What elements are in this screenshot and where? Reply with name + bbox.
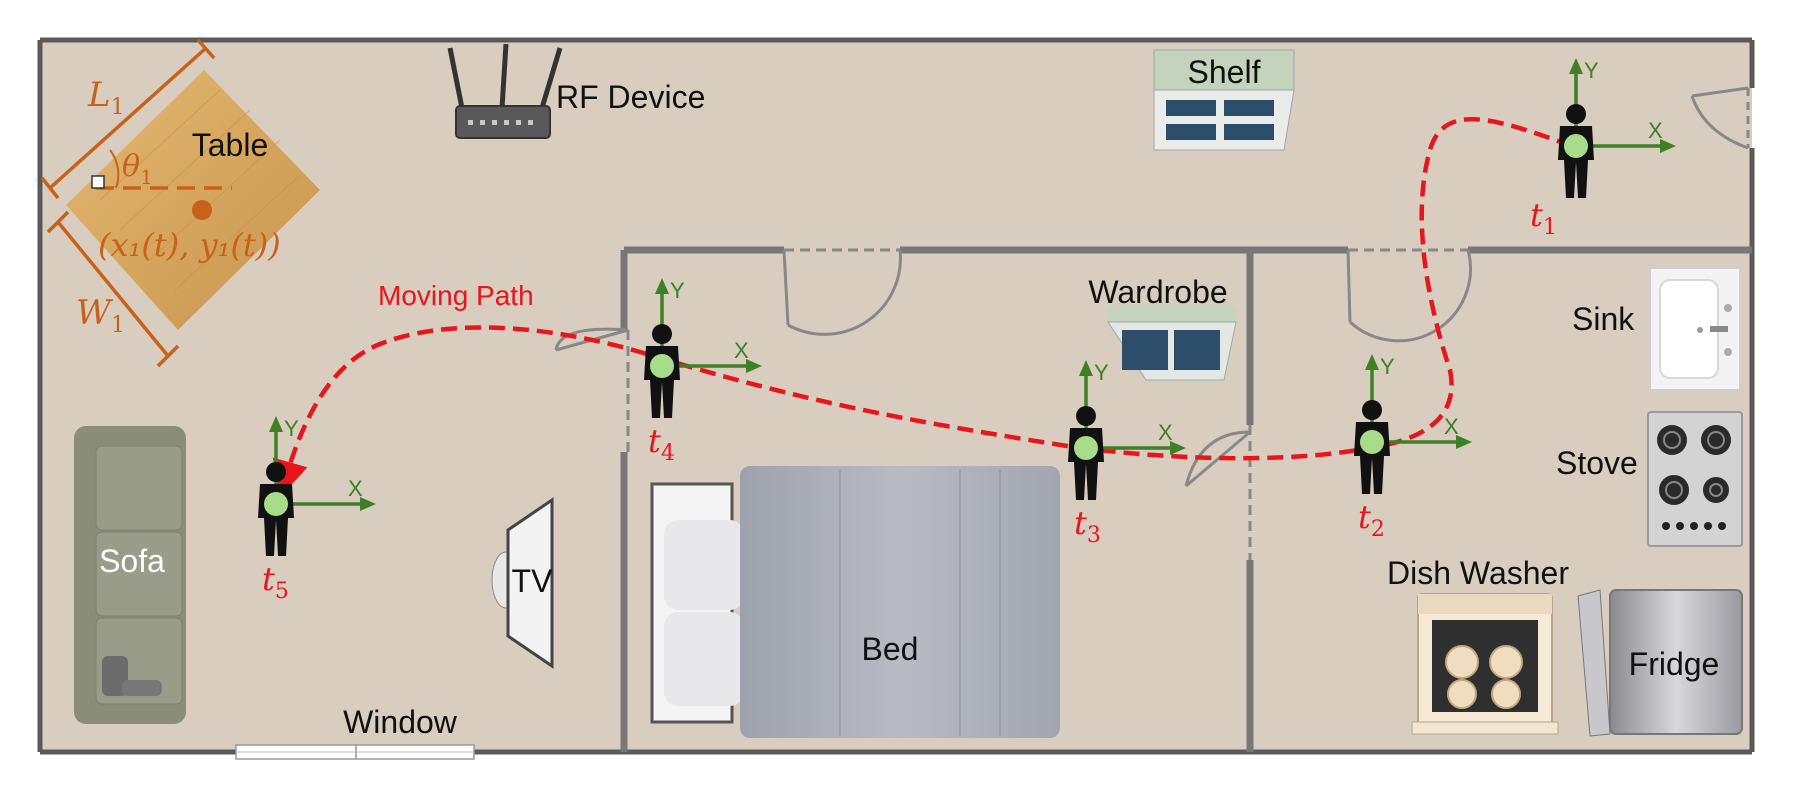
x-axis-label: X — [1158, 420, 1173, 445]
y-axis-arrow-icon — [1365, 354, 1379, 370]
shelf-icon — [1153, 49, 1295, 151]
person-4: Y Xt4 — [644, 278, 762, 466]
wardrobe-icon — [1107, 306, 1237, 381]
y-axis-label: Y — [1584, 58, 1599, 83]
shelf-label: Shelf — [1188, 54, 1261, 90]
y-axis-arrow-icon — [269, 416, 283, 432]
sink-icon — [1649, 267, 1741, 391]
time-label-t1: t1 — [1530, 196, 1557, 240]
person-center-marker — [1564, 134, 1588, 158]
person-head-icon — [1076, 406, 1096, 426]
tv-icon — [491, 497, 554, 669]
x-axis-arrow-icon — [1660, 139, 1676, 153]
person-center-marker — [264, 492, 288, 516]
stove-label: Stove — [1556, 445, 1638, 481]
table-annotation — [40, 38, 232, 368]
person-5: Y Xt5 — [258, 416, 376, 604]
router-icon — [447, 43, 563, 139]
stove-icon — [1647, 411, 1743, 547]
sofa-icon — [74, 426, 186, 724]
table-center-dot — [192, 200, 212, 220]
y-axis-label: Y — [1380, 354, 1395, 379]
time-label-t4: t4 — [648, 422, 675, 466]
table — [66, 70, 320, 330]
bed-label: Bed — [862, 631, 919, 667]
y-axis-label: Y — [670, 278, 685, 303]
person-center-marker — [650, 354, 674, 378]
person-1: Y Xt1 — [1530, 58, 1676, 240]
x-axis-label: X — [348, 476, 363, 501]
x-axis-label: X — [1648, 118, 1663, 143]
person-center-marker — [1074, 436, 1098, 460]
time-label-t3: t3 — [1074, 504, 1101, 548]
x-axis-arrow-icon — [746, 359, 762, 373]
dish-washer-label: Dish Washer — [1387, 555, 1569, 591]
table-angle-label: θ1 — [122, 149, 153, 189]
moving-path-label: Moving Path — [378, 280, 534, 311]
window-label: Window — [343, 704, 458, 740]
table-width-label: W1 — [76, 293, 125, 338]
y-axis-label: Y — [1094, 360, 1109, 385]
x-axis-arrow-icon — [360, 497, 376, 511]
window — [235, 744, 475, 760]
sink-label: Sink — [1572, 301, 1635, 337]
bed-icon — [650, 466, 1060, 738]
tv-label: TV — [512, 563, 554, 599]
x-axis-arrow-icon — [1170, 441, 1186, 455]
person-2: Y Xt2 — [1354, 354, 1472, 542]
x-axis-label: X — [734, 338, 749, 363]
person-3: Y Xt3 — [1068, 360, 1186, 548]
table-position-label: (x₁(t), y₁(t)) — [98, 226, 281, 264]
wardrobe-label: Wardrobe — [1088, 274, 1227, 310]
x-axis-arrow-icon — [1456, 435, 1472, 449]
rf-device-label: RF Device — [556, 79, 705, 115]
interior-walls — [620, 246, 1752, 752]
person-center-marker — [1360, 430, 1384, 454]
moving-path — [272, 116, 1573, 497]
y-axis-arrow-icon — [1079, 360, 1093, 376]
time-label-t2: t2 — [1358, 498, 1385, 542]
person-head-icon — [1566, 104, 1586, 124]
sofa-label: Sofa — [99, 543, 165, 579]
x-axis-label: X — [1444, 414, 1459, 439]
y-axis-arrow-icon — [655, 278, 669, 294]
person-head-icon — [652, 324, 672, 344]
person-head-icon — [266, 462, 286, 482]
dish-washer-icon — [1411, 593, 1559, 735]
time-label-t5: t5 — [262, 560, 289, 604]
person-head-icon — [1362, 400, 1382, 420]
fridge-icon — [1577, 589, 1743, 737]
y-axis-label: Y — [284, 416, 299, 441]
table-label: Table — [192, 127, 269, 163]
table-length-label: L1 — [87, 75, 125, 120]
y-axis-arrow-icon — [1569, 58, 1583, 74]
fridge-label: Fridge — [1629, 646, 1720, 682]
